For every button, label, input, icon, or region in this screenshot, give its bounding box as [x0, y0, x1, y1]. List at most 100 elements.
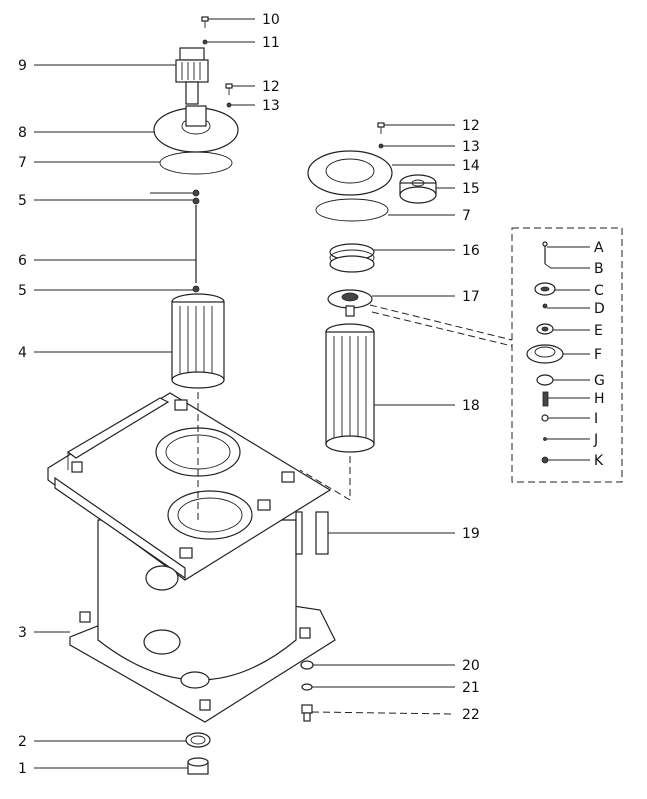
callout-F: F — [594, 347, 602, 363]
plate-clip — [179, 547, 193, 559]
nut-5-upper — [192, 189, 200, 197]
detail-leader-a — [369, 304, 513, 341]
left-filter-stack — [153, 16, 239, 520]
filter-element-18-bottom — [325, 435, 375, 453]
cover-flange-neck — [185, 105, 207, 127]
callout-A: A — [594, 240, 604, 256]
washer-13-right — [378, 143, 384, 149]
callout-B: B — [594, 261, 604, 277]
part-B-wire — [544, 263, 560, 269]
valve-17-stem — [345, 305, 355, 317]
side-flange-upper — [145, 565, 179, 591]
callout-G: G — [594, 373, 605, 389]
corner-foot — [299, 627, 311, 639]
drain-boss — [180, 671, 210, 689]
callout-1: 1 — [18, 761, 27, 777]
part-H-spring — [542, 391, 549, 407]
callout-3: 3 — [18, 625, 27, 641]
seal-ring-2 — [185, 732, 211, 748]
valve-17-center — [341, 292, 359, 302]
filter-port-lower-inner — [177, 497, 243, 533]
callout-7-right: 7 — [462, 208, 471, 224]
tank-side-rail — [66, 397, 170, 459]
callout-11: 11 — [262, 35, 280, 51]
callout-22: 22 — [462, 707, 480, 723]
gasket-7-right — [315, 198, 389, 222]
part-J-washer — [543, 437, 547, 441]
filter-port-lower — [167, 490, 253, 540]
part-F-plate — [526, 344, 564, 364]
cap-15-hole — [411, 179, 425, 187]
breather-cap-body — [175, 59, 209, 83]
callout-C: C — [594, 283, 604, 299]
detail-frame — [511, 227, 623, 483]
washer-20 — [300, 660, 314, 670]
callout-10: 10 — [262, 12, 280, 28]
callout-21: 21 — [462, 680, 480, 696]
screw-12-left — [225, 83, 233, 89]
callout-19: 19 — [462, 526, 480, 542]
callout-I: I — [594, 411, 598, 427]
plate-clip — [71, 461, 83, 473]
right-filter-stack — [295, 122, 437, 722]
screw-12-right — [377, 122, 385, 128]
callout-labels: 9 8 7 5 6 5 4 3 2 1 10 11 12 13 12 13 14… — [18, 12, 605, 777]
screw-10 — [201, 16, 209, 22]
cover-14-opening — [325, 158, 375, 184]
part-I-nut — [541, 414, 549, 422]
drain-plug-group — [185, 732, 211, 775]
tank-front-rail — [54, 476, 186, 580]
cover-14 — [307, 150, 393, 196]
part-K-nut — [541, 456, 549, 464]
part-A-head — [542, 241, 548, 247]
sight-glass-19-a — [295, 511, 303, 555]
callout-7-left: 7 — [18, 155, 27, 171]
corner-foot — [79, 611, 91, 623]
leader-22 — [311, 711, 456, 715]
part-E-center — [541, 326, 549, 332]
breather-cap-top — [179, 47, 205, 61]
callout-D: D — [594, 301, 605, 317]
callout-E: E — [594, 323, 603, 339]
callout-16: 16 — [462, 243, 480, 259]
callout-17: 17 — [462, 289, 480, 305]
plate-clip — [281, 471, 295, 483]
nut-5-lower — [192, 285, 200, 293]
bolt-22-head — [301, 704, 313, 714]
callout-13-left: 13 — [262, 98, 280, 114]
assembly-axis-right-b — [299, 469, 351, 501]
callout-2: 2 — [18, 734, 27, 750]
spring-16-bottom — [329, 255, 375, 273]
bolt-22-shank — [303, 712, 311, 722]
part-D-ball — [542, 303, 548, 309]
drain-plug-1-top — [187, 757, 209, 767]
callout-6: 6 — [18, 253, 27, 269]
washer-11 — [202, 39, 208, 45]
callout-12-left: 12 — [262, 79, 280, 95]
filter-element-4 — [171, 301, 225, 381]
callout-H: H — [594, 391, 605, 407]
side-flange-lower — [143, 629, 181, 655]
callout-5-upper: 5 — [18, 193, 27, 209]
part-G-oring — [536, 374, 554, 386]
filter-element-4-bottom — [171, 371, 225, 389]
callout-13-right: 13 — [462, 139, 480, 155]
washer-13-left — [226, 102, 232, 108]
callout-J: J — [593, 432, 598, 448]
plate-clip — [174, 399, 188, 411]
callout-20: 20 — [462, 658, 480, 674]
gasket-7-left — [159, 151, 233, 175]
callout-K: K — [594, 453, 604, 469]
cap-15-bottom — [399, 186, 437, 204]
leader-lines — [34, 18, 590, 769]
washer-21 — [301, 683, 313, 691]
callout-18: 18 — [462, 398, 480, 414]
plate-clip — [257, 499, 271, 511]
part-F-inner — [534, 346, 556, 358]
seal-ring-2-inner — [190, 735, 206, 745]
breather-cap-stem — [185, 81, 199, 105]
part-C-center — [540, 286, 550, 292]
valve-detail-box — [369, 227, 623, 483]
sight-glass-19-b — [315, 511, 329, 555]
